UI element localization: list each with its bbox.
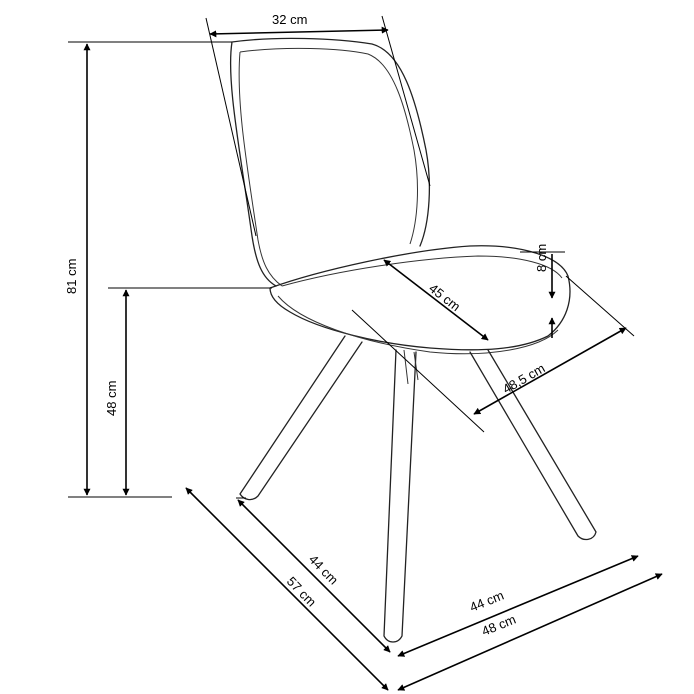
chair-seat-cushion: [269, 245, 571, 351]
side-depth-inner-arrow: [237, 499, 391, 653]
seat-depth-arrow: [383, 259, 489, 341]
total-height-label: 81 cm: [64, 259, 79, 294]
front-width-inner-arrow: [397, 555, 639, 657]
chair-seat-shell: [277, 295, 559, 355]
front-width-outer-arrow: [397, 573, 663, 691]
chair-leg-back-center: [383, 349, 417, 643]
dimension-labels: 32 cm 81 cm 48 cm 45 cm 8 cm 48,5 cm 44 …: [64, 12, 549, 639]
chair-leg-front-right: [469, 349, 597, 541]
side-depth-inner-label: 44 cm: [306, 552, 341, 588]
chair-leg-back-short: [403, 349, 419, 385]
seat-width-ext-right: [565, 275, 635, 337]
backrest-width-arrow: [209, 26, 389, 38]
seat-height-label: 48 cm: [104, 381, 119, 416]
backrest-width-ext-right: [381, 15, 431, 187]
seat-width-label: 48,5 cm: [500, 360, 548, 396]
seat-thickness-label: 8 cm: [534, 244, 549, 272]
seat-width-arrow: [473, 327, 627, 415]
side-depth-outer-arrow: [185, 487, 389, 691]
front-width-outer-label: 48 cm: [480, 612, 518, 639]
chair-backrest-inner: [238, 47, 418, 287]
dimension-lines: [68, 15, 663, 691]
chair-leg-front-left: [239, 335, 363, 501]
backrest-width-label: 32 cm: [272, 12, 307, 27]
chair-drawing: [229, 37, 597, 643]
front-width-inner-label: 44 cm: [468, 588, 506, 615]
chair-seat-ridge: [281, 255, 563, 287]
chair-backrest: [229, 37, 431, 287]
backrest-width-ext-left: [205, 17, 257, 237]
seat-width-ext-left: [351, 309, 485, 433]
